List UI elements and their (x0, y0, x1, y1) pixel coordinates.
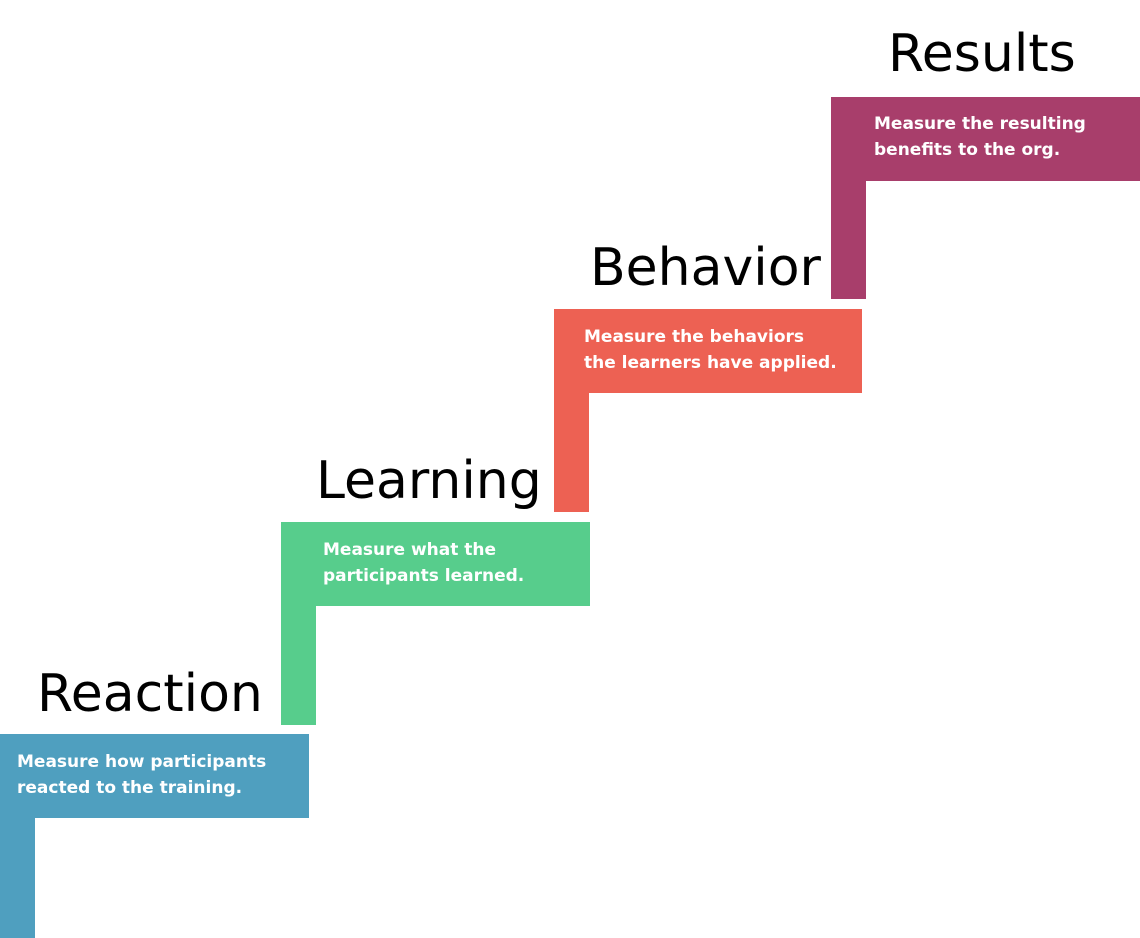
step-behavior-description: Measure the behaviors the learners have … (584, 324, 837, 376)
step-results-description-line2: benefits to the org. (874, 140, 1061, 160)
step-behavior-riser (554, 309, 589, 512)
step-behavior-description-line1: Measure the behaviors (584, 327, 805, 347)
step-learning-description: Measure what the participants learned. (323, 537, 524, 589)
step-learning-description-line1: Measure what the (323, 540, 497, 560)
step-behavior-title: Behavior (590, 238, 821, 298)
step-reaction-description: Measure how participants reacted to the … (17, 749, 266, 801)
step-reaction-title: Reaction (37, 664, 263, 724)
step-reaction-description-line2: reacted to the training. (17, 778, 243, 798)
step-learning-bar (281, 522, 590, 606)
step-learning-description-line2: participants learned. (323, 566, 525, 586)
step-results-bar (831, 97, 1140, 181)
step-behavior-description-line2: the learners have applied. (584, 353, 837, 373)
step-results-description-line1: Measure the resulting (874, 114, 1086, 134)
step-results-title: Results (888, 24, 1076, 84)
step-reaction-riser (0, 734, 35, 938)
step-results-riser (831, 97, 866, 299)
step-learning-riser (281, 522, 316, 725)
step-behavior-bar (554, 309, 862, 393)
step-results-description: Measure the resulting benefits to the or… (874, 111, 1086, 163)
step-learning-title: Learning (316, 451, 542, 511)
step-reaction-bar (0, 734, 309, 818)
step-reaction-description-line1: Measure how participants (17, 752, 267, 772)
